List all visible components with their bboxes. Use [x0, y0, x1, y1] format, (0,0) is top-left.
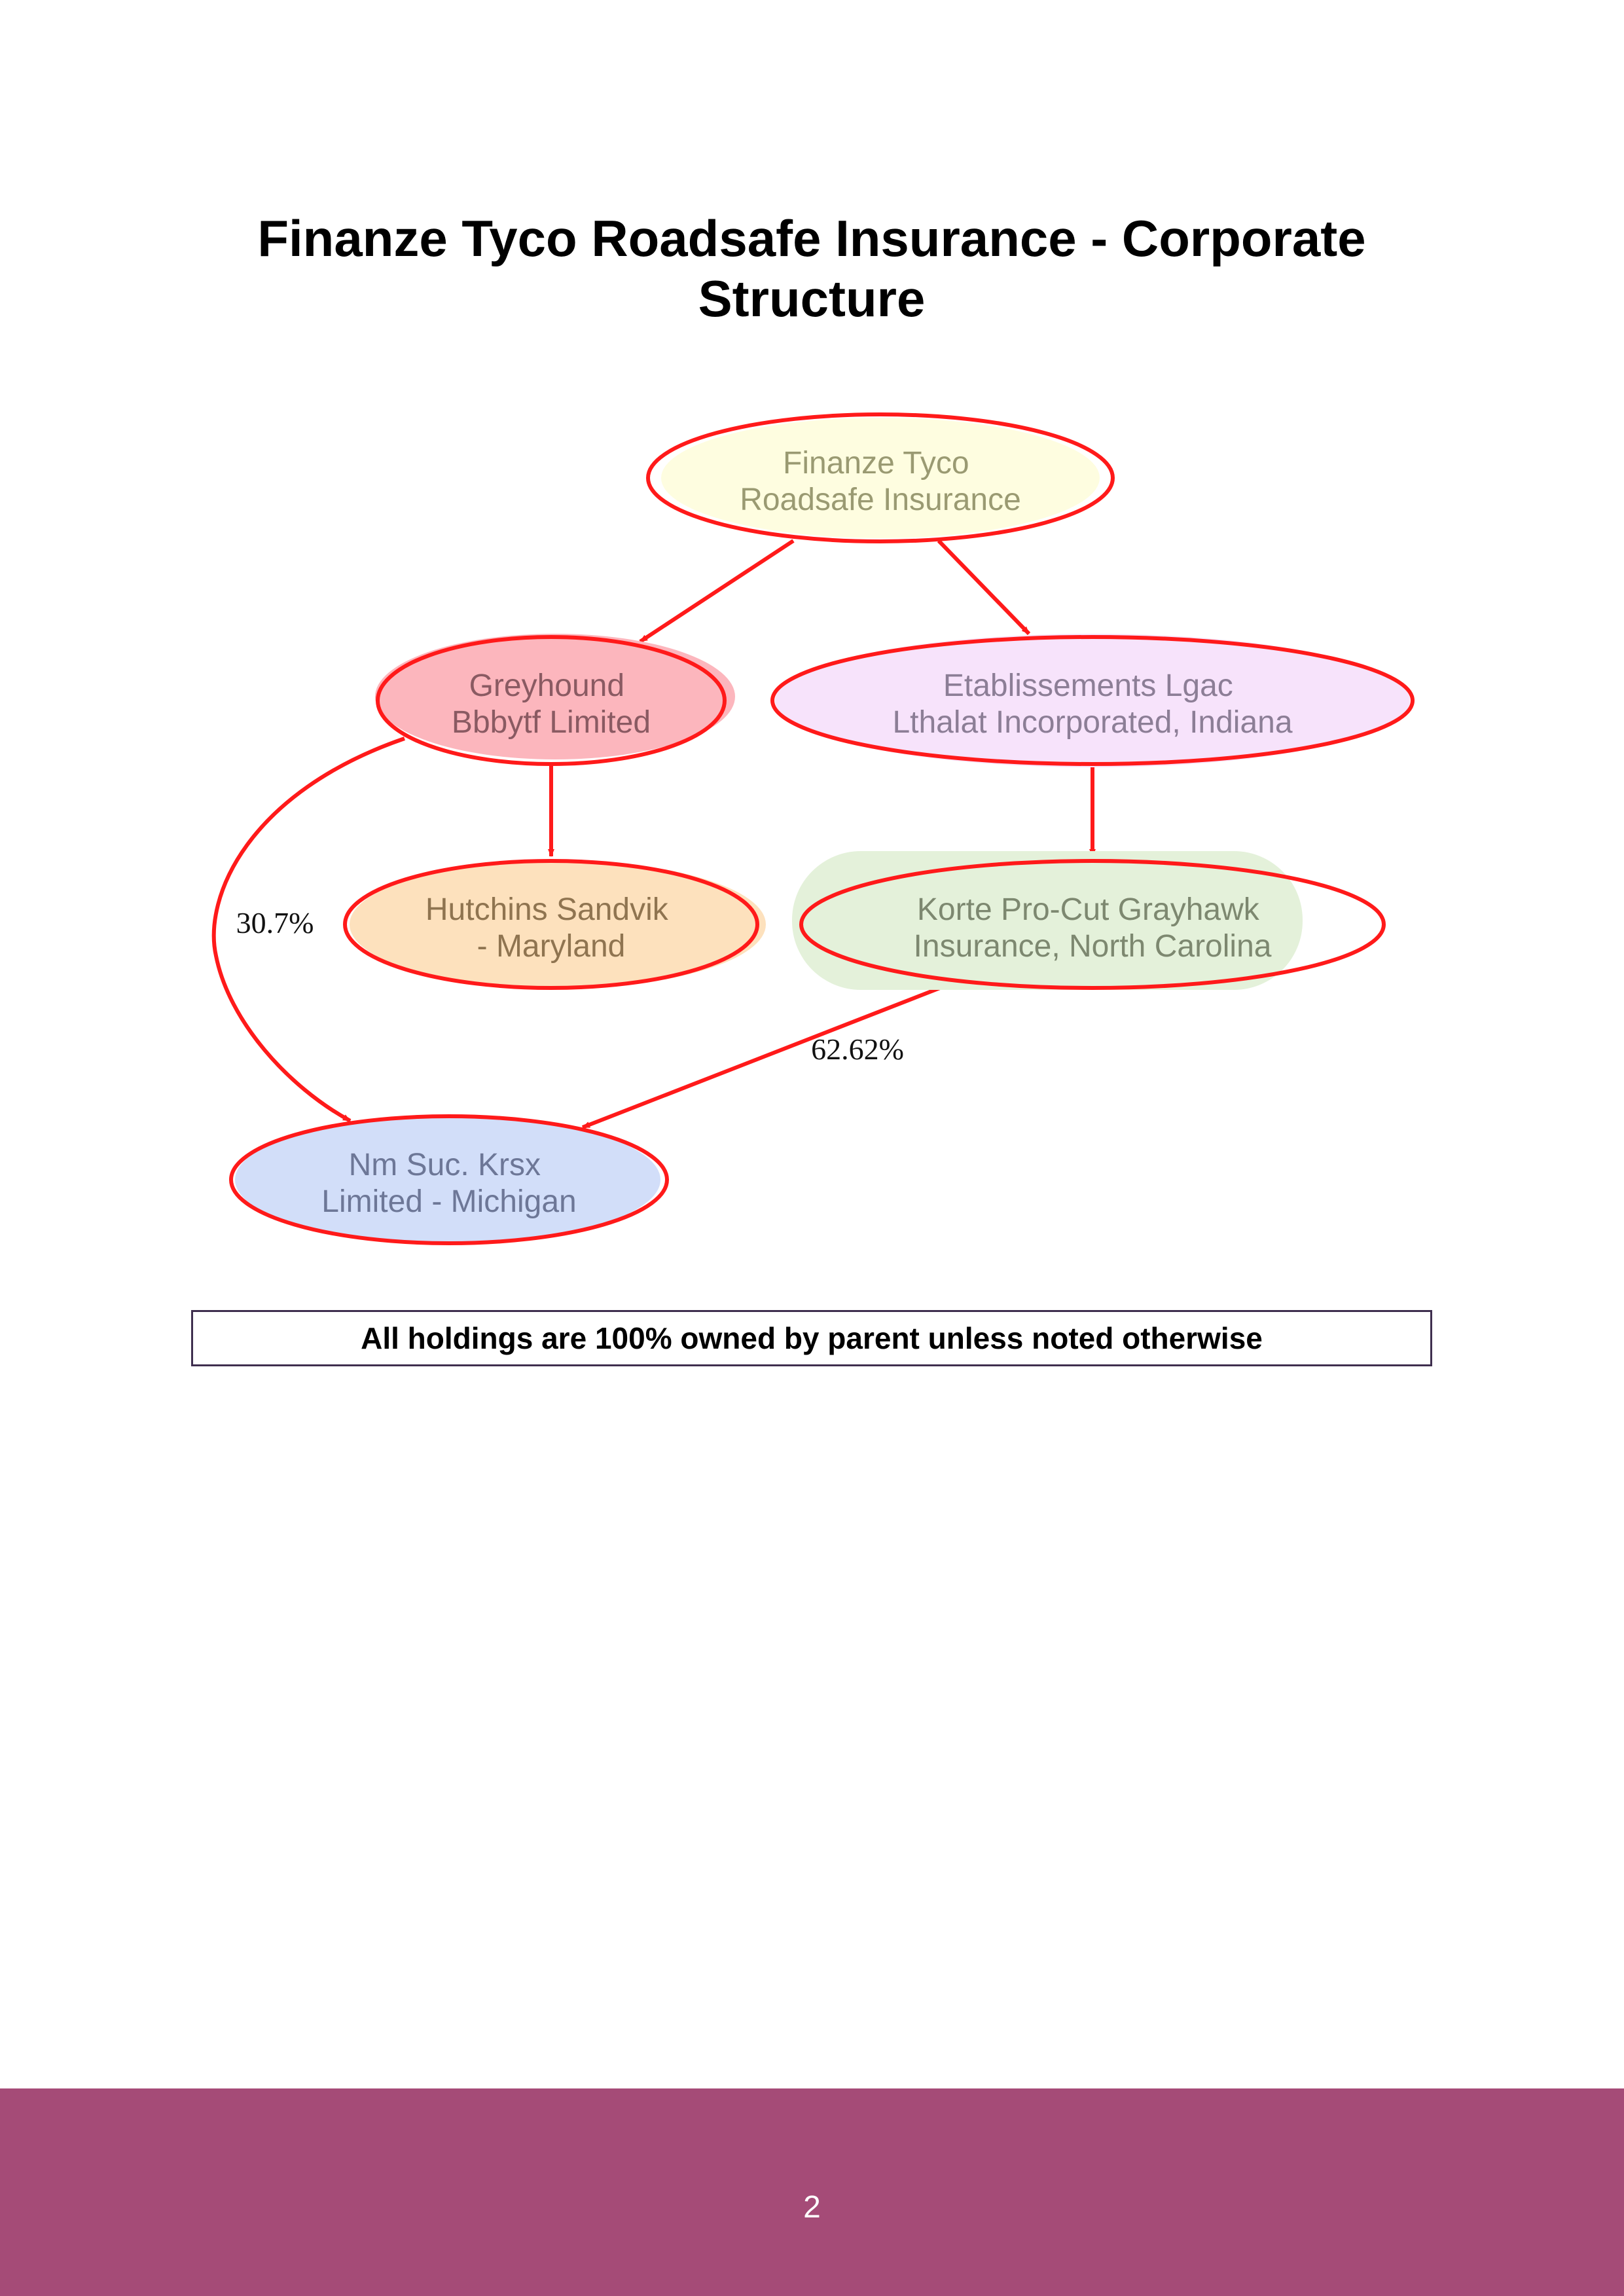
edge-finanze-to-greyhound	[639, 539, 795, 644]
edges	[211, 539, 1096, 1129]
node-label-line-2: Insurance, North Carolina	[914, 929, 1272, 964]
node-label: Finanze Tyco Roadsafe Insurance	[740, 446, 1021, 517]
page-footer	[0, 2088, 1624, 2296]
node-label-line-2: Roadsafe Insurance	[740, 483, 1021, 517]
node-label-line-1: Etablissements Lgac	[943, 668, 1233, 703]
page-title: Finanze Tyco Roadsafe Insurance - Corpor…	[157, 208, 1466, 329]
edge-label-greyhound-to-nm-suc: 30.7%	[236, 906, 314, 939]
node-label-line-1: Hutchins Sandvik	[425, 892, 669, 927]
edge-label-korte-to-nm-suc: 62.62%	[811, 1032, 904, 1066]
node-finanze-tyco-roadsafe-insurance: Finanze Tyco Roadsafe Insurance	[646, 412, 1115, 543]
node-label: Hutchins Sandvik - Maryland	[425, 892, 677, 964]
node-border	[799, 859, 1386, 990]
ownership-note: All holdings are 100% owned by parent un…	[191, 1310, 1432, 1366]
node-fill	[661, 418, 1100, 538]
page-number: 2	[803, 2190, 821, 2225]
node-nm-suc-krsx-limited-michigan: Nm Suc. Krsx Limited - Michigan	[229, 1114, 669, 1245]
node-fill	[375, 634, 735, 759]
edge-finanze-to-etablissements	[937, 539, 1031, 636]
node-label-line-1: Korte Pro-Cut Grayhawk	[917, 892, 1260, 927]
node-label-line-1: Greyhound	[469, 668, 625, 703]
node-korte-pro-cut-grayhawk-insurance-north-carolina: Korte Pro-Cut Grayhawk Insurance, North …	[792, 851, 1386, 990]
corporate-structure-diagram: 30.7% 62.62% Finanze Tyco Roadsafe Insur…	[211, 412, 1415, 1245]
node-label: Nm Suc. Krsx Limited - Michigan	[321, 1148, 576, 1219]
node-border	[343, 859, 759, 990]
node-label-line-2: Bbbytf Limited	[452, 705, 651, 740]
node-fill	[792, 851, 1303, 990]
node-label-line-1: Nm Suc. Krsx	[349, 1148, 541, 1182]
node-fill	[235, 1116, 660, 1244]
page-title-line-2: Structure	[698, 270, 926, 327]
node-greyhound-bbbytf-limited: Greyhound Bbbytf Limited	[375, 634, 735, 766]
node-label-line-1: Finanze Tyco	[783, 446, 969, 481]
node-hutchins-sandvik-maryland: Hutchins Sandvik - Maryland	[343, 859, 766, 990]
node-fill	[775, 634, 1410, 767]
node-label-line-2: Lthalat Incorporated, Indiana	[892, 705, 1292, 740]
node-border	[646, 412, 1115, 543]
node-label-line-2: Limited - Michigan	[321, 1184, 576, 1219]
node-border	[229, 1114, 669, 1245]
node-fill	[350, 860, 766, 989]
node-border	[376, 635, 727, 766]
edge-greyhound-to-nm-suc	[211, 737, 405, 1123]
node-label: Korte Pro-Cut Grayhawk Insurance, North …	[914, 892, 1272, 964]
edge-korte-to-nm-suc	[581, 981, 953, 1129]
node-label: Etablissements Lgac Lthalat Incorporated…	[892, 668, 1292, 740]
page-title-line-1: Finanze Tyco Roadsafe Insurance - Corpor…	[257, 210, 1366, 267]
node-etablissements-lgac-lthalat-incorporated-indiana: Etablissements Lgac Lthalat Incorporated…	[770, 634, 1415, 767]
node-label-line-2: - Maryland	[477, 929, 626, 964]
node-label: Greyhound Bbbytf Limited	[452, 668, 651, 740]
node-border	[770, 635, 1415, 766]
